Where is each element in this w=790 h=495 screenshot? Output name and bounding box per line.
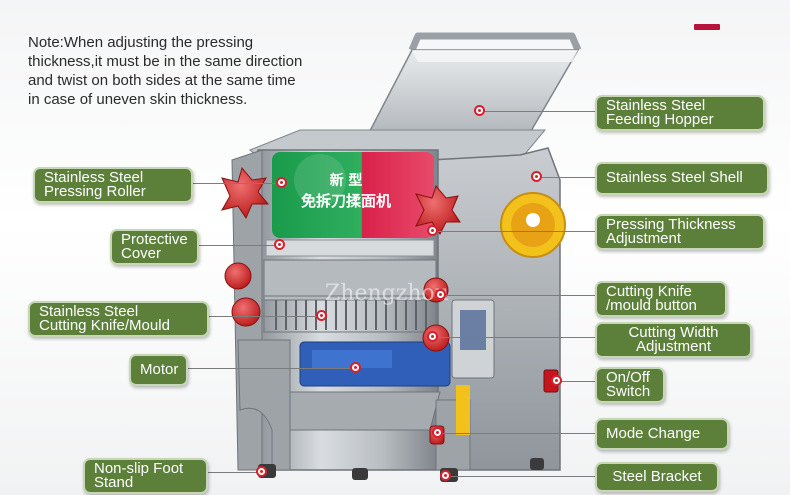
cover-pointer [274, 239, 285, 250]
label-line: /mould button [606, 297, 697, 314]
leader-line [205, 316, 322, 317]
label-steel-bracket: Steel Bracket [595, 462, 719, 492]
roller-pointer [276, 177, 287, 188]
label-cutting-width: Cutting Width Adjustment [595, 322, 752, 358]
width-pointer [427, 331, 438, 342]
motor-pointer [350, 362, 361, 373]
accent-bar [694, 24, 720, 30]
leader-line [557, 381, 595, 382]
label-line: Cover [121, 245, 162, 262]
hopper-pointer [474, 105, 485, 116]
adjustment-note: Note:When adjusting the pressing thickne… [28, 33, 358, 109]
label-motor: Motor [129, 354, 188, 386]
leader-line [186, 472, 262, 473]
label-steel-shell: Stainless Steel Shell [595, 162, 769, 195]
label-line: Steel Bracket [612, 468, 702, 485]
leader-line [433, 337, 595, 338]
label-line: Stand [94, 474, 134, 491]
label-line: Adjustment [606, 230, 682, 247]
leader-line [441, 295, 595, 296]
foot-pointer [256, 466, 267, 477]
label-line: Mode Change [606, 425, 701, 442]
note-line: Note:When adjusting the pressing [28, 34, 254, 51]
label-cutting-knife-mould: Stainless Steel Cutting Knife/Mould [28, 301, 209, 337]
label-line: Motor [140, 361, 179, 378]
shell-pointer [531, 171, 542, 182]
thickness-pointer [427, 225, 438, 236]
leader-line [433, 231, 595, 232]
label-line: Switch [606, 383, 651, 400]
note-line: and twist on both sides at the same time [28, 72, 296, 89]
leader-line [189, 183, 282, 184]
label-line: Cutting Width [628, 324, 719, 341]
leader-line [195, 245, 280, 246]
leader-line [446, 476, 595, 477]
watermark-text: Zhengzhou [325, 281, 449, 306]
label-line: Stainless Steel [39, 303, 139, 320]
leader-line [184, 368, 356, 369]
label-line: Pressing Thickness [606, 216, 736, 233]
label-line: Adjustment [635, 338, 712, 355]
label-line: Pressing Roller [44, 183, 146, 200]
label-pressing-roller: Stainless Steel Pressing Roller [33, 167, 193, 203]
label-line: Cutting Knife [606, 283, 692, 300]
leader-line [438, 433, 595, 434]
banner-subtitle: 免拆刀揉面机 [301, 192, 391, 210]
label-on-off-switch: On/Off Switch [595, 367, 665, 403]
label-feeding-hopper: Stainless Steel Feeding Hopper [595, 95, 765, 131]
note-line: thickness,it must be in the same directi… [28, 53, 303, 70]
mould-pointer [316, 310, 327, 321]
mode-pointer [432, 427, 443, 438]
label-line: Stainless Steel [44, 169, 144, 186]
label-protective-cover: Protective Cover [110, 229, 199, 265]
label-line: Stainless Steel [606, 97, 706, 114]
label-line: Protective [121, 231, 188, 248]
label-line: Cutting Knife/Mould [39, 317, 170, 334]
label-line: Feeding Hopper [606, 111, 714, 128]
banner-title: 新 型 [330, 172, 363, 189]
switch-pointer [551, 375, 562, 386]
label-cutting-knife-button: Cutting Knife /mould button [595, 281, 727, 317]
label-line: On/Off [606, 369, 650, 386]
label-line: Non-slip Foot [94, 460, 184, 477]
bracket-pointer [440, 470, 451, 481]
leader-line [537, 177, 595, 178]
label-thickness-adjustment: Pressing Thickness Adjustment [595, 214, 765, 250]
label-line: Stainless Steel Shell [606, 169, 743, 186]
label-mode-change: Mode Change [595, 418, 729, 450]
note-line: in case of uneven skin thickness. [28, 91, 248, 108]
leader-line [480, 111, 595, 112]
knife-button-pointer [435, 289, 446, 300]
label-foot-stand: Non-slip Foot Stand [83, 458, 208, 494]
